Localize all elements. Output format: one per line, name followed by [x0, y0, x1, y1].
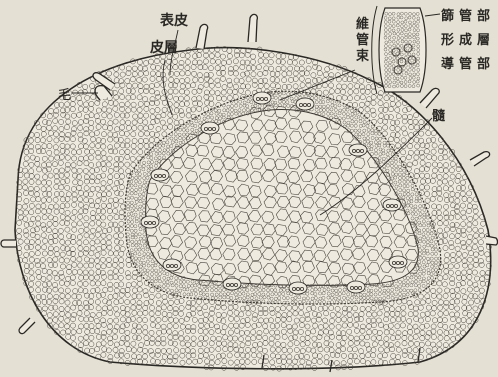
legend-char: 管: [459, 56, 472, 72]
vascular-bundle: [223, 278, 241, 290]
legend-char: 導: [441, 56, 454, 72]
vascular-bundle: [201, 122, 219, 134]
vascular-bundle: [296, 98, 314, 110]
label-cortex: 皮層: [149, 39, 178, 56]
vascular-bundle: [349, 144, 367, 156]
vascular-bundle: [383, 199, 401, 211]
legend-char: 層: [477, 33, 490, 48]
legend-char: 形: [441, 33, 454, 48]
vascular-bundle: [347, 281, 365, 293]
vascular-bundle: [141, 216, 159, 228]
vascular-bundle: [253, 92, 271, 104]
label-vascular-bundle: 維 管 束: [356, 16, 370, 64]
legend-char: 篩: [441, 8, 454, 24]
label-epidermis: 表皮: [159, 12, 188, 29]
hair: [248, 14, 257, 42]
legend-char: 成: [459, 32, 472, 48]
label-bundle-char: 維: [356, 16, 369, 32]
vascular-bundle: [163, 259, 181, 271]
hair: [486, 236, 498, 245]
legend-char: 部: [477, 8, 490, 24]
label-bundle-char: 束: [356, 48, 370, 64]
label-bundle-char: 管: [356, 32, 369, 48]
legend-text: 篩 形 導 管 成 管 部 層 部: [441, 8, 490, 72]
vascular-bundle: [389, 256, 407, 268]
hair: [1, 240, 16, 247]
legend-char: 管: [459, 8, 472, 24]
legend-char: 部: [477, 56, 490, 72]
vascular-bundle: [289, 282, 307, 294]
label-pith: 髓: [432, 108, 446, 124]
vascular-bundle: [151, 169, 169, 181]
label-hair: 毛: [58, 88, 71, 103]
